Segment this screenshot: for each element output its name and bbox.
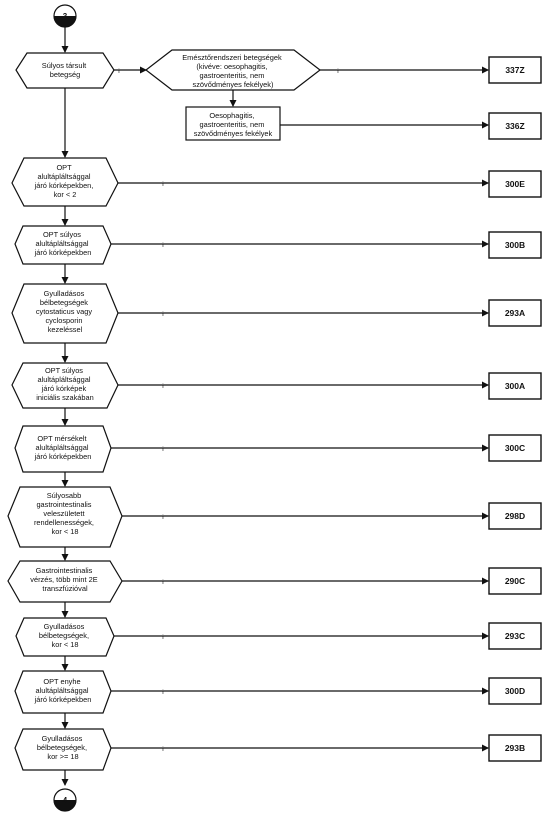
tick-6: i (162, 383, 163, 390)
node-n9 (15, 617, 115, 657)
node-label-n6: OPT mérsékelt alultápláltsággal járó kór… (34, 434, 92, 461)
node-n7 (7, 486, 123, 548)
tick-12: i (162, 746, 163, 753)
node-n11 (14, 728, 112, 771)
node-n1b (145, 49, 321, 91)
node-label-n2: OPT alultápláltsággal járó kórképekben, … (34, 163, 96, 199)
outcome-label: 293C (505, 631, 525, 641)
outcome-label: 300D (505, 686, 525, 696)
node-label-n1: Súlyos társult betegség (42, 61, 88, 79)
end-connector-label: 4 (63, 796, 68, 805)
outcome-label: 300E (505, 179, 525, 189)
node-label-n1c: Oesophagitis, gastroenteritis, nem szövő… (194, 111, 273, 138)
outcome-box-5 (488, 299, 542, 327)
outcome-box-6 (488, 372, 542, 400)
outcome-label: 300B (505, 240, 525, 250)
outcome-box-2 (488, 112, 542, 140)
node-n5 (11, 362, 119, 409)
tick-3: i (162, 181, 163, 188)
tick-4: i (162, 242, 163, 249)
outcome-box-12 (488, 734, 542, 762)
node-n2 (11, 157, 119, 207)
tick-1: i (118, 68, 119, 75)
outcome-box-8 (488, 502, 542, 530)
outcome-label: 290C (505, 576, 525, 586)
tick-9: i (162, 579, 163, 586)
node-labels: Súlyos társult betegség Emésztőrendszeri… (30, 53, 283, 761)
node-label-n3: OPT súlyos alultápláltsággal járó kórkép… (34, 230, 92, 257)
node-n1c (185, 106, 281, 141)
outcome-box-10 (488, 622, 542, 650)
node-label-n5: OPT súlyos alultápláltsággal járó kórkép… (36, 366, 94, 402)
outcome-label: 336Z (505, 121, 524, 131)
outcome-label: 300A (505, 381, 525, 391)
outcome-label: 300C (505, 443, 525, 453)
outcome-box-9 (488, 567, 542, 595)
outcome-box-1 (488, 56, 542, 84)
outcome-label: 337Z (505, 65, 524, 75)
node-n6 (14, 425, 112, 473)
outcome-box-4 (488, 231, 542, 259)
outcome-label: 293A (505, 308, 525, 318)
outcome-label: 298D (505, 511, 525, 521)
node-label-n7: Súlyosabb gastrointestinalis veleszülete… (34, 491, 96, 536)
node-label-n10: OPT enyhe alultápláltsággal járó kórképe… (34, 677, 92, 704)
node-label-n4: Gyulladásos bélbetegségek cytostaticus v… (36, 289, 94, 334)
outcome-boxes (488, 56, 542, 762)
outcome-box-11 (488, 677, 542, 705)
node-n1 (15, 52, 115, 89)
node-label-n9: Gyulladásos bélbetegségek, kor < 18 (39, 622, 91, 649)
outcome-labels: 337Z 336Z 300E 300B 293A 300A 300C 298D … (505, 65, 525, 753)
tick-2: i (337, 68, 338, 75)
node-label-n8: Gastrointestinalis vérzés, több mint 2E … (30, 566, 99, 593)
node-n10 (14, 670, 112, 714)
node-n8 (7, 560, 123, 603)
tick-5: i (162, 311, 163, 318)
tick-10: i (162, 634, 163, 641)
node-n3 (14, 225, 112, 265)
tick-8: i (162, 514, 163, 521)
outcome-box-3 (488, 170, 542, 198)
start-connector: 3 (53, 4, 77, 28)
branch-ticks: i i i i i i i i i i i i (118, 68, 338, 753)
decision-nodes (7, 49, 321, 771)
node-n4 (11, 283, 119, 344)
tick-7: i (162, 446, 163, 453)
end-connector: 4 (53, 788, 77, 812)
branch-arrows (111, 66, 489, 752)
tick-11: i (162, 689, 163, 696)
node-label-n1b: Emésztőrendszeri betegségek (kivéve: oes… (182, 53, 283, 89)
outcome-box-7 (488, 434, 542, 462)
node-label-n11: Gyulladásos bélbetegségek, kor >= 18 (37, 734, 89, 761)
outcome-label: 293B (505, 743, 525, 753)
